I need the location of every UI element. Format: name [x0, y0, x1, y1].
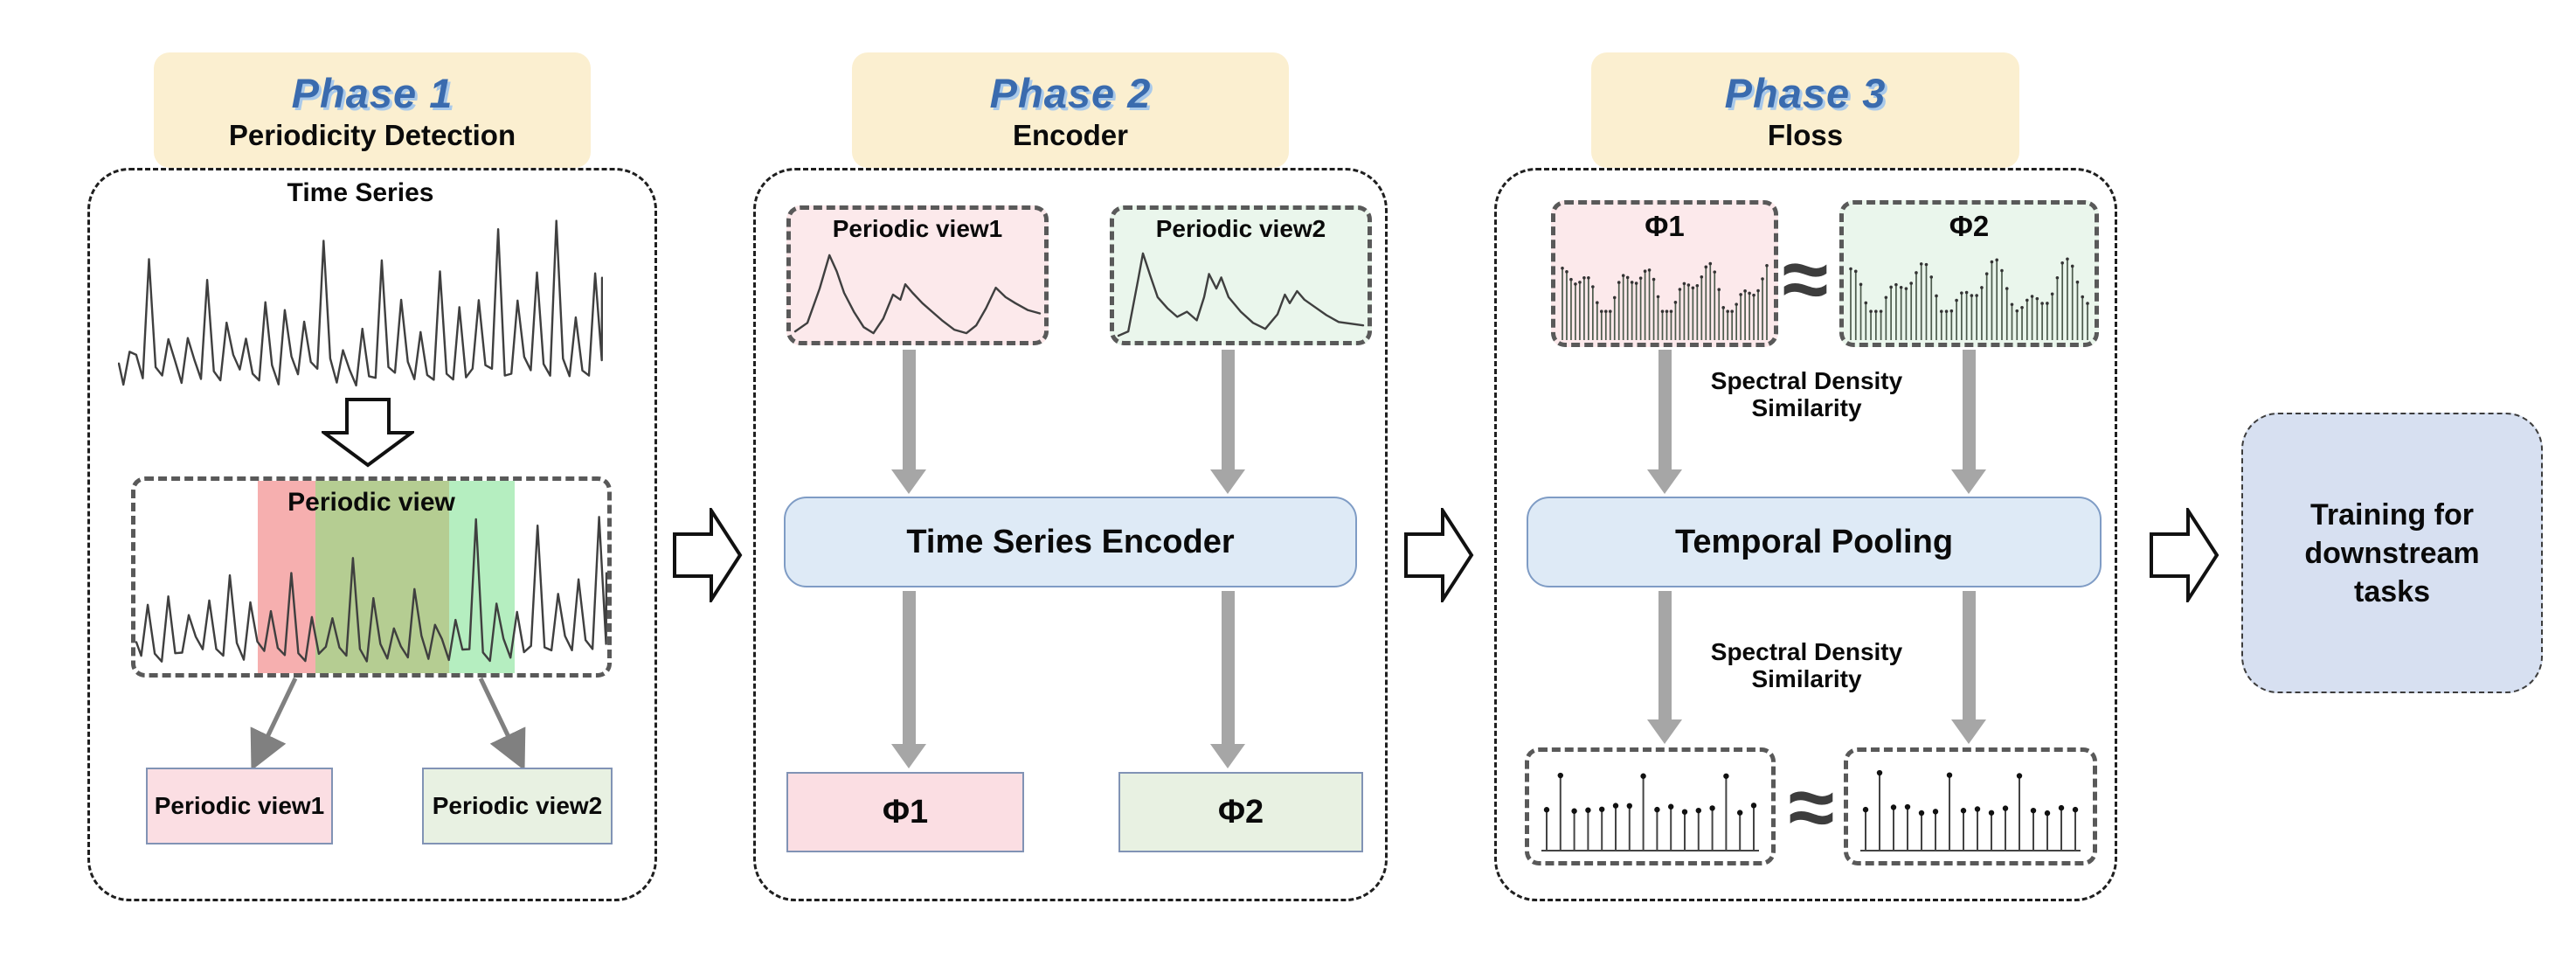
- spectral-similarity-bottom: Spectral Density Similarity: [1695, 638, 1918, 692]
- spectral-similarity-line1: Spectral Density: [1710, 638, 1903, 665]
- phase1-title: Phase 1: [291, 69, 454, 116]
- periodic-view1-label: Periodic view1: [154, 792, 325, 819]
- phase2-subtitle: Encoder: [1012, 118, 1129, 151]
- spectral-stem-chart: [1541, 772, 1759, 851]
- phase2-container: [753, 168, 1388, 901]
- spectral-similarity-line2: Similarity: [1751, 394, 1862, 421]
- encoder-view1-label: Periodic view1: [832, 215, 1003, 242]
- periodic-view2-box: Periodic view2: [422, 768, 613, 844]
- encoder-view2-panel: Periodic view2: [1110, 205, 1372, 345]
- connector-arrow-left: [250, 677, 298, 769]
- training-line3: tasks: [2354, 574, 2430, 608]
- spectral-similarity-line2: Similarity: [1751, 665, 1862, 692]
- periodic-view-window: Periodic view: [131, 476, 612, 678]
- temporal-pooling-box: Temporal Pooling: [1527, 497, 2102, 587]
- phase1-header: Phase 1 Periodicity Detection: [154, 52, 591, 168]
- approx-icon: ≈: [1782, 233, 1829, 326]
- flow-arrow-icon: [891, 591, 926, 768]
- spectral-stem-chart: [1860, 769, 2081, 851]
- block-arrow-right-icon: [673, 508, 743, 602]
- spectral-similarity-top: Spectral Density Similarity: [1695, 367, 1918, 421]
- periodic-view-label: Periodic view: [287, 488, 455, 517]
- phase1-subtitle: Periodicity Detection: [228, 118, 516, 151]
- flow-arrow-icon: [1210, 350, 1245, 494]
- stem-plot2-panel: [1844, 747, 2097, 865]
- phase3-subtitle: Floss: [1767, 118, 1844, 151]
- training-line2: downstream: [2304, 536, 2480, 570]
- spectral-phi1-panel: Φ1: [1551, 200, 1778, 347]
- approx-icon: ≈: [1788, 761, 1835, 854]
- flow-arrow-icon: [1647, 350, 1682, 494]
- flow-arrow-icon: [1647, 591, 1682, 744]
- encoder-view1-panel: Periodic view1: [786, 205, 1049, 345]
- phi2-label: Φ2: [1217, 793, 1264, 831]
- time-series-sparkline: [118, 219, 603, 387]
- flow-arrow-icon: [1951, 350, 1986, 494]
- phase1-container: [87, 168, 657, 901]
- phase3-header: Phase 3 Floss: [1591, 52, 2019, 168]
- connector-arrow-right: [478, 677, 526, 769]
- spectral-density-comb-chart: [1561, 261, 1769, 340]
- time-series-label: Time Series: [287, 178, 434, 207]
- spectral-phi2-panel: Φ2: [1839, 200, 2099, 347]
- time-series-encoder-label: Time Series Encoder: [906, 523, 1235, 560]
- block-arrow-right-icon: [2150, 508, 2219, 602]
- periodic-view1-box: Periodic view1: [146, 768, 333, 844]
- flow-arrow-icon: [1210, 591, 1245, 768]
- phase3-title: Phase 3: [1724, 69, 1887, 116]
- block-arrow-down-icon: [322, 398, 414, 468]
- periodic-view2-sparkline: [1117, 252, 1365, 337]
- time-series-encoder-box: Time Series Encoder: [784, 497, 1357, 587]
- phi1-box: Φ1: [786, 772, 1024, 852]
- phi2-box: Φ2: [1118, 772, 1363, 852]
- periodic-view1-sparkline: [793, 254, 1042, 335]
- spectral-similarity-line1: Spectral Density: [1710, 367, 1903, 394]
- stem-plot1-panel: [1525, 747, 1776, 865]
- spectral-density-comb-chart: [1849, 257, 2089, 340]
- block-arrow-right-icon: [1404, 508, 1474, 602]
- spectral-phi1-label: Φ1: [1645, 210, 1685, 242]
- training-line1: Training for: [2310, 497, 2474, 532]
- periodic-view-sparkline: [135, 516, 607, 663]
- flow-arrow-icon: [891, 350, 926, 494]
- periodic-view2-label: Periodic view2: [432, 792, 603, 819]
- phase3-container: [1494, 168, 2117, 901]
- spectral-phi2-label: Φ2: [1949, 210, 1990, 242]
- phase2-header: Phase 2 Encoder: [852, 52, 1289, 168]
- phase2-title: Phase 2: [989, 69, 1152, 116]
- phi1-label: Φ1: [882, 793, 929, 831]
- training-downstream-box: Training for downstream tasks: [2241, 413, 2543, 693]
- flow-arrow-icon: [1951, 591, 1986, 744]
- encoder-view2-label: Periodic view2: [1155, 215, 1326, 242]
- temporal-pooling-label: Temporal Pooling: [1674, 523, 1954, 560]
